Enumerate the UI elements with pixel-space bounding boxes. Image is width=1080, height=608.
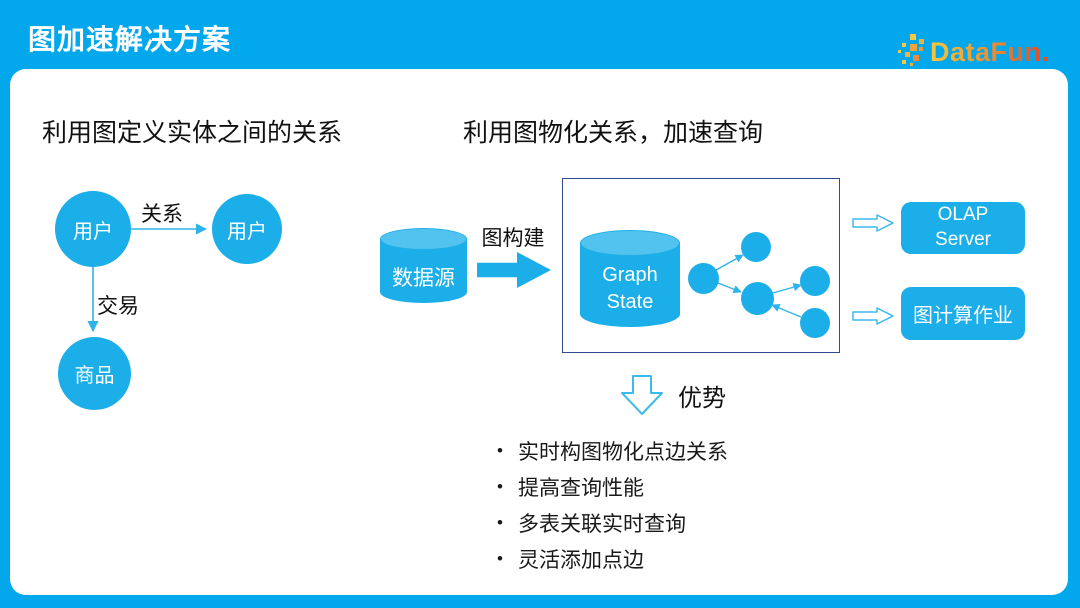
entity-node-product: 商品 — [58, 337, 131, 410]
logo-pixels-icon — [898, 33, 928, 71]
graph-vertex — [741, 282, 774, 315]
logo-text: DataFun. — [930, 36, 1050, 67]
datasource-cylinder: 数据源 — [380, 228, 467, 303]
bullet-item: • 灵活添加点边 — [497, 548, 728, 572]
entity-node-label: 用户 — [73, 220, 113, 243]
output-arrow-icon — [852, 214, 894, 232]
bullet-dot: • — [497, 513, 503, 532]
advantage-bullet-list: • 实时构图物化点边关系 • 提高查询性能 • 多表关联实时查询 • 灵活添加点… — [497, 440, 728, 584]
cylinder-top — [380, 228, 467, 250]
right-section-heading: 利用图物化关系，加速查询 — [463, 119, 764, 147]
output-arrow-icon — [852, 307, 894, 325]
entity-node-user-2: 用户 — [212, 194, 282, 264]
bullet-text: 多表关联实时查询 — [518, 513, 686, 536]
entity-node-label: 用户 — [227, 220, 267, 243]
bullet-item: • 提高查询性能 — [497, 476, 728, 500]
graph-state-box — [562, 178, 840, 353]
bullet-dot: • — [497, 441, 503, 460]
graph-state-label: Graph State — [580, 262, 680, 316]
bullet-text: 实时构图物化点边关系 — [518, 441, 728, 464]
bullet-item: • 多表关联实时查询 — [497, 512, 728, 536]
advantage-label: 优势 — [678, 385, 726, 412]
cylinder-top — [580, 230, 680, 256]
datasource-label: 数据源 — [392, 267, 455, 290]
bullet-text: 灵活添加点边 — [518, 549, 644, 572]
advantage-down-arrow-icon — [621, 375, 663, 415]
bullet-dot: • — [497, 477, 503, 496]
edge-label-transaction: 交易 — [97, 295, 139, 318]
build-block-arrow-icon — [477, 252, 551, 288]
bullet-dot: • — [497, 549, 503, 568]
olap-server-label: OLAP Server — [935, 204, 991, 250]
graph-vertex — [800, 266, 830, 296]
slide-title: 图加速解决方案 — [28, 24, 232, 55]
graph-job-label: 图计算作业 — [913, 305, 1013, 327]
graph-vertex — [800, 308, 830, 338]
graph-state-cylinder: Graph State — [580, 230, 680, 327]
graph-vertex — [741, 232, 771, 262]
entity-node-user-1: 用户 — [55, 191, 131, 267]
datafun-logo: DataFun. — [898, 33, 1050, 71]
slide-content-card: 利用图定义实体之间的关系 利用图物化关系，加速查询 用户 用户 商品 关系 交易… — [10, 69, 1068, 595]
edge-label-relation: 关系 — [141, 203, 183, 226]
graph-state-text: Graph State — [602, 264, 658, 313]
entity-node-label: 商品 — [74, 365, 115, 387]
build-arrow-label: 图构建 — [481, 227, 545, 250]
olap-server-box: OLAP Server — [901, 202, 1025, 254]
graph-job-box: 图计算作业 — [901, 287, 1025, 340]
left-section-heading: 利用图定义实体之间的关系 — [42, 119, 343, 147]
bullet-text: 提高查询性能 — [518, 477, 644, 500]
graph-vertex — [688, 263, 719, 294]
bullet-item: • 实时构图物化点边关系 — [497, 440, 728, 464]
cylinder-body — [580, 243, 680, 327]
